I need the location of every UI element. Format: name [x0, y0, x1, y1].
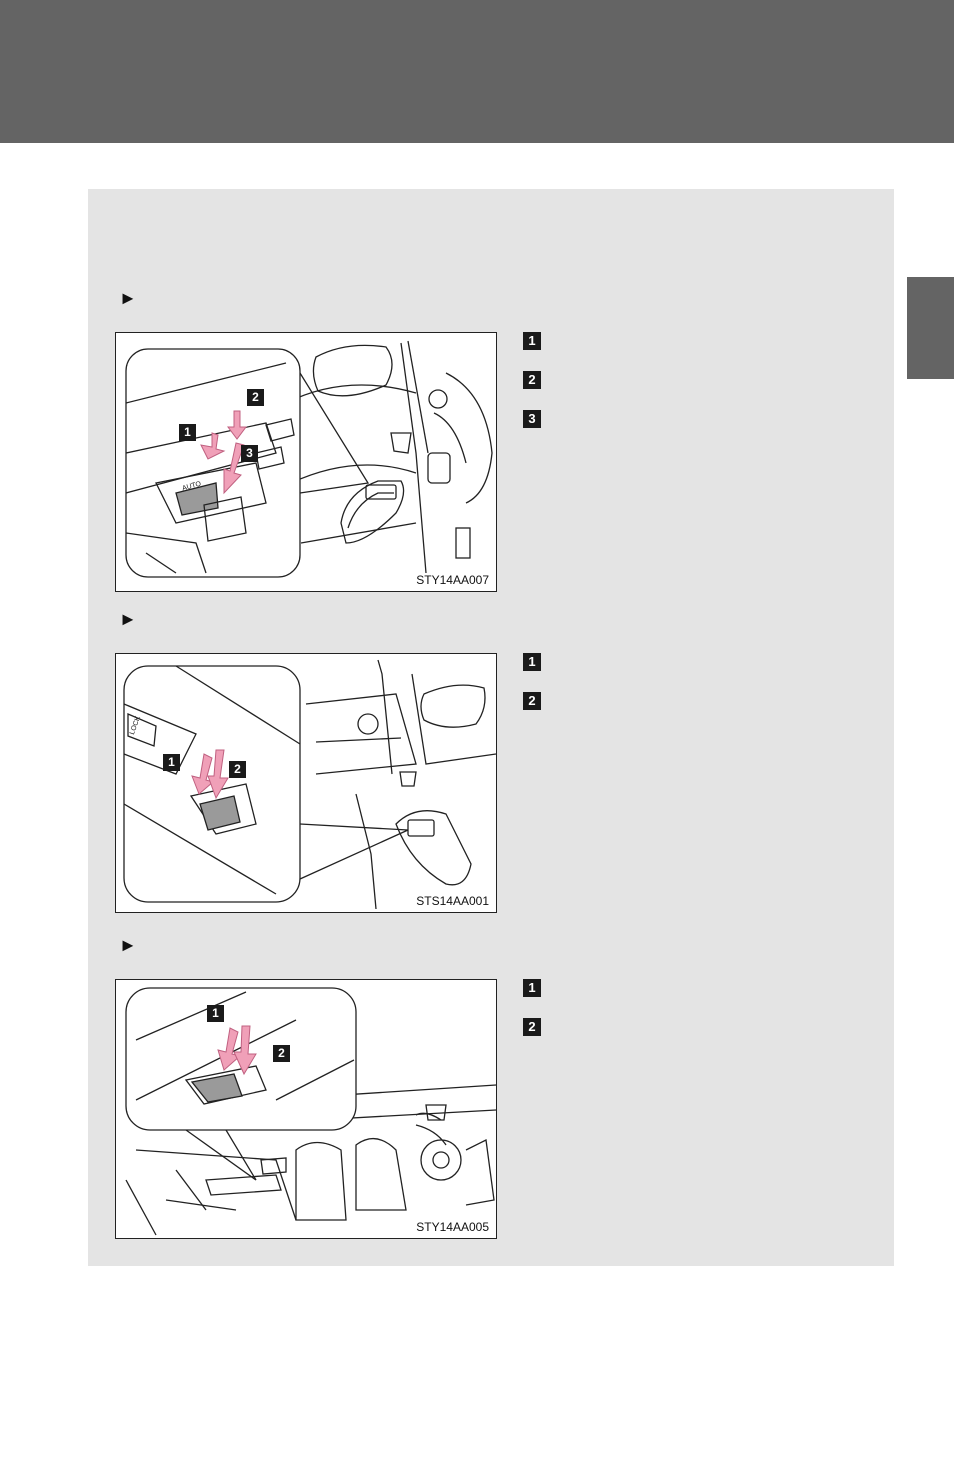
- callout-2: 2: [229, 761, 246, 778]
- section-marker-icon: ►: [119, 288, 137, 308]
- figure-code: STY14AA005: [416, 1220, 489, 1234]
- passenger-switch-illustration: [123, 659, 496, 910]
- step-badge-3: 3: [523, 410, 541, 428]
- step-badge-1: 1: [523, 979, 541, 997]
- callout-1: 1: [179, 424, 196, 441]
- step-badge-2: 2: [523, 692, 541, 710]
- rear-switch-illustration: [125, 987, 496, 1236]
- section-marker-icon: ►: [119, 609, 137, 629]
- figure-driver-switch: 1 2 3 AUTO STY14AA007: [115, 332, 497, 592]
- step-badge-2: 2: [523, 1018, 541, 1036]
- step-badge-1: 1: [523, 332, 541, 350]
- callout-2: 2: [273, 1045, 290, 1062]
- driver-switch-illustration: [125, 340, 493, 578]
- section-marker-icon: ►: [119, 935, 137, 955]
- step-badge-2: 2: [523, 371, 541, 389]
- chapter-tab: [907, 277, 954, 379]
- figure-code: STS14AA001: [416, 894, 489, 908]
- callout-2: 2: [247, 389, 264, 406]
- callout-1: 1: [207, 1005, 224, 1022]
- callout-3: 3: [241, 445, 258, 462]
- step-badge-1: 1: [523, 653, 541, 671]
- figure-code: STY14AA007: [416, 573, 489, 587]
- figure-passenger-switch: 1 2 LOCK STS14AA001: [115, 653, 497, 913]
- page-header-bar: [0, 0, 954, 143]
- callout-1: 1: [163, 754, 180, 771]
- figure-rear-switch: 1 2 STY14AA005: [115, 979, 497, 1239]
